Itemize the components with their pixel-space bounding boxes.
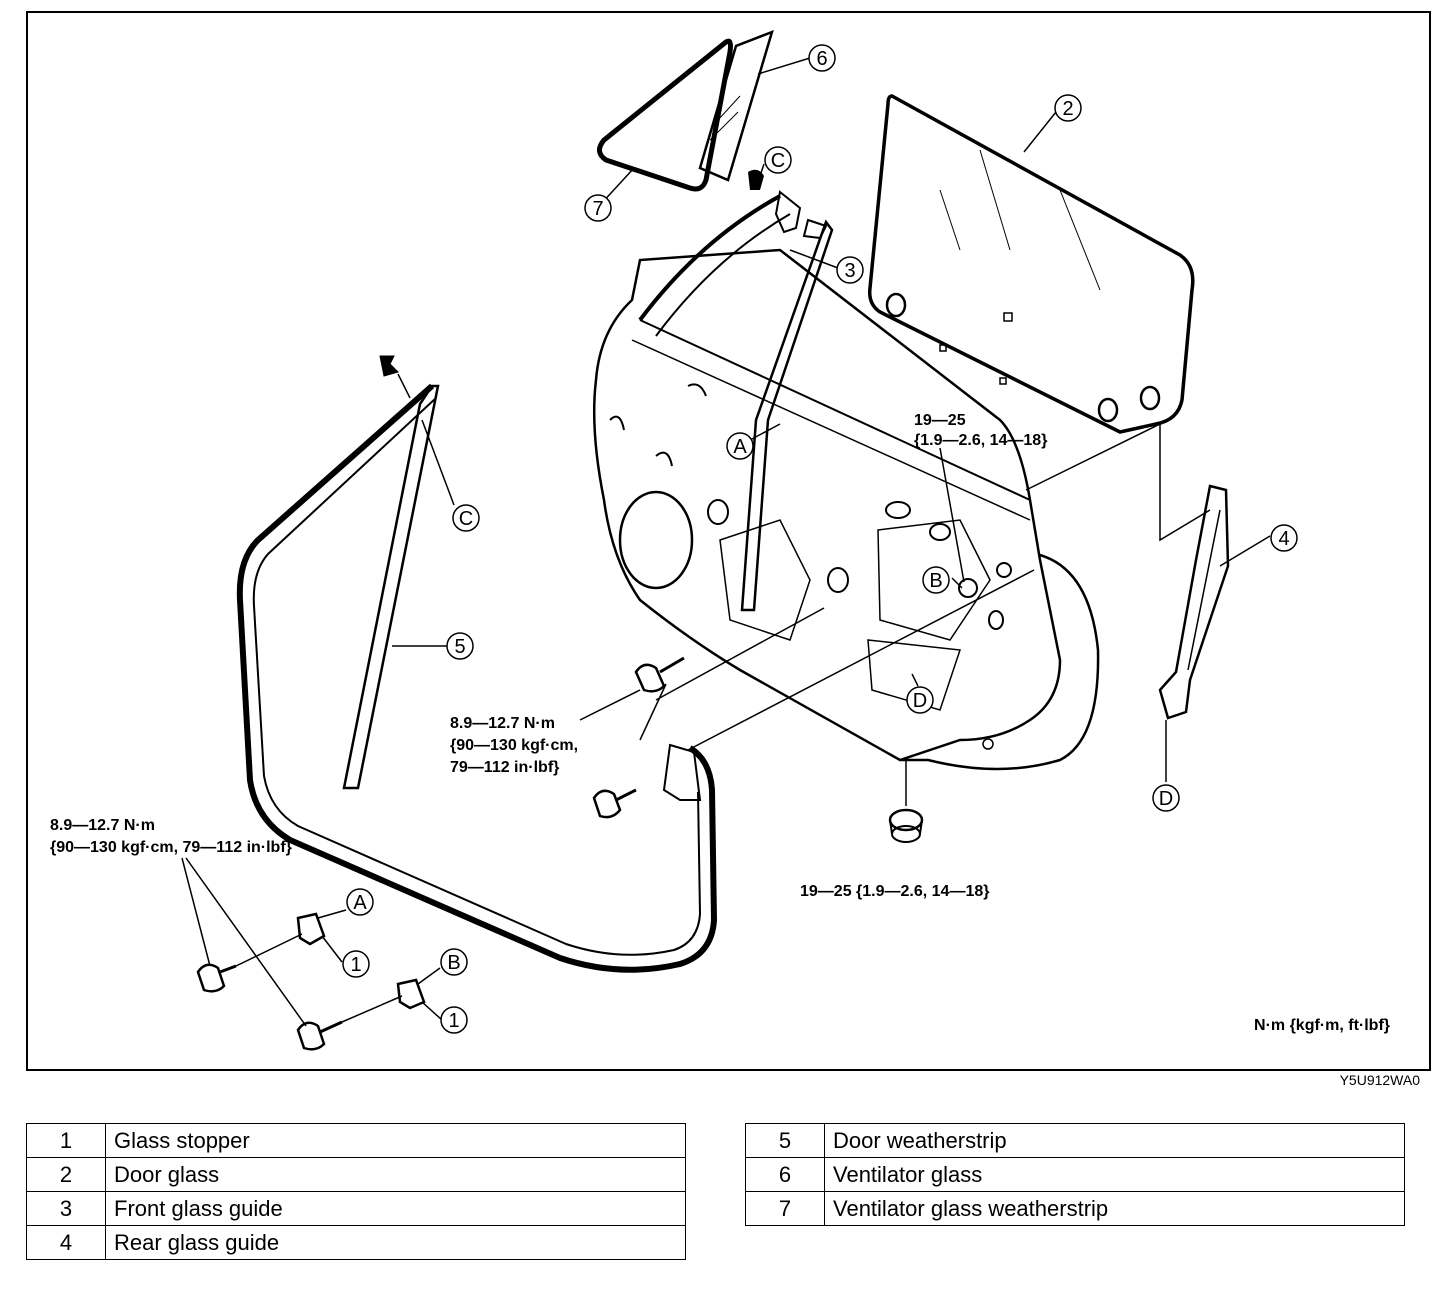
door-glass-part	[867, 94, 1195, 434]
legend-number: 2	[26, 1157, 106, 1192]
torque-bracket-line1: 8.9—12.7 N·m	[450, 715, 555, 732]
svg-text:3: 3	[844, 260, 855, 282]
svg-text:4: 4	[1278, 528, 1289, 550]
regulator-nut-lower	[888, 808, 924, 843]
glass-stopper-b	[396, 978, 426, 1010]
callout-4: 4	[1270, 524, 1298, 552]
leader-lines	[181, 57, 1271, 1027]
torque-bracket-line3: 79—112 in·lbf}	[450, 759, 559, 776]
diagram-frame	[26, 11, 1431, 1071]
callout-1-b: 1	[440, 1006, 468, 1034]
rear-glass-guide-part	[1158, 484, 1230, 720]
svg-text:D: D	[913, 690, 927, 712]
svg-text:5: 5	[454, 636, 465, 658]
ventilator-glass-weatherstrip-part	[597, 38, 733, 192]
stopper-bolt-b	[296, 1020, 343, 1051]
legend-number: 5	[745, 1123, 825, 1158]
legend-number: 7	[745, 1191, 825, 1226]
legend-number: 4	[26, 1225, 106, 1260]
torque-regulator-upper-line1: 19—25	[914, 412, 966, 429]
callout-2: 2	[1054, 94, 1082, 122]
bracket-bolt	[634, 656, 685, 693]
svg-text:1: 1	[350, 954, 361, 976]
callout-6: 6	[808, 44, 836, 72]
torque-stopper-line1: 8.9—12.7 N·m	[50, 817, 155, 834]
torque-stopper-line2: {90—130 kgf·cm, 79—112 in·lbf}	[50, 839, 292, 856]
svg-text:1: 1	[448, 1010, 459, 1032]
svg-text:2: 2	[1062, 98, 1073, 120]
legend-part-name: Rear glass guide	[105, 1225, 686, 1260]
stopper-bolt-a	[196, 963, 237, 993]
legend-number: 1	[26, 1123, 106, 1158]
callout-b-door: B	[922, 566, 950, 594]
legend-part-name: Ventilator glass weatherstrip	[824, 1191, 1405, 1226]
callout-d-guide: D	[1152, 784, 1180, 812]
legend-part-name: Glass stopper	[105, 1123, 686, 1158]
legend-part-name: Ventilator glass	[824, 1157, 1405, 1192]
torque-regulator-upper-line2: {1.9—2.6, 14—18}	[914, 432, 1047, 449]
door-panel-part	[592, 248, 1062, 762]
door-weatherstrip-part	[236, 383, 718, 973]
torque-units-note: N·m {kgf·m, ft·lbf}	[1254, 1017, 1390, 1034]
svg-text:7: 7	[592, 198, 603, 220]
legend-number: 3	[26, 1191, 106, 1226]
callout-3: 3	[836, 256, 864, 284]
svg-text:D: D	[1159, 788, 1173, 810]
exploded-view-diagram: 6 2 7 C 3 A C 4 B 5 D D	[26, 11, 1431, 1071]
glass-stopper-a	[296, 912, 326, 946]
weatherstrip-bolt	[592, 788, 637, 819]
callout-b-stopper: B	[440, 948, 468, 976]
svg-text:A: A	[733, 436, 747, 458]
svg-text:C: C	[459, 508, 473, 530]
callout-a-stopper: A	[346, 888, 374, 916]
svg-text:B: B	[929, 570, 942, 592]
ventilator-glass-part	[698, 29, 774, 182]
callout-d-door: D	[906, 686, 934, 714]
legend-part-name: Door glass	[105, 1157, 686, 1192]
torque-bracket-line2: {90—130 kgf·cm,	[450, 737, 578, 754]
callout-7: 7	[584, 194, 612, 222]
figure-code: Y5U912WA0	[1339, 1072, 1420, 1088]
callout-c-weatherstrip: C	[452, 504, 480, 532]
torque-regulator-lower: 19—25 {1.9—2.6, 14—18}	[800, 883, 989, 900]
front-glass-guide-part	[740, 219, 834, 612]
callout-c-top: C	[764, 146, 792, 174]
svg-text:6: 6	[816, 48, 827, 70]
callout-5: 5	[446, 632, 474, 660]
svg-text:C: C	[771, 150, 785, 172]
legend-number: 6	[745, 1157, 825, 1192]
legend-part-name: Front glass guide	[105, 1191, 686, 1226]
svg-text:B: B	[447, 952, 460, 974]
callout-a-door: A	[726, 432, 754, 460]
callout-1-a: 1	[342, 950, 370, 978]
legend-part-name: Door weatherstrip	[824, 1123, 1405, 1158]
svg-text:A: A	[353, 892, 367, 914]
